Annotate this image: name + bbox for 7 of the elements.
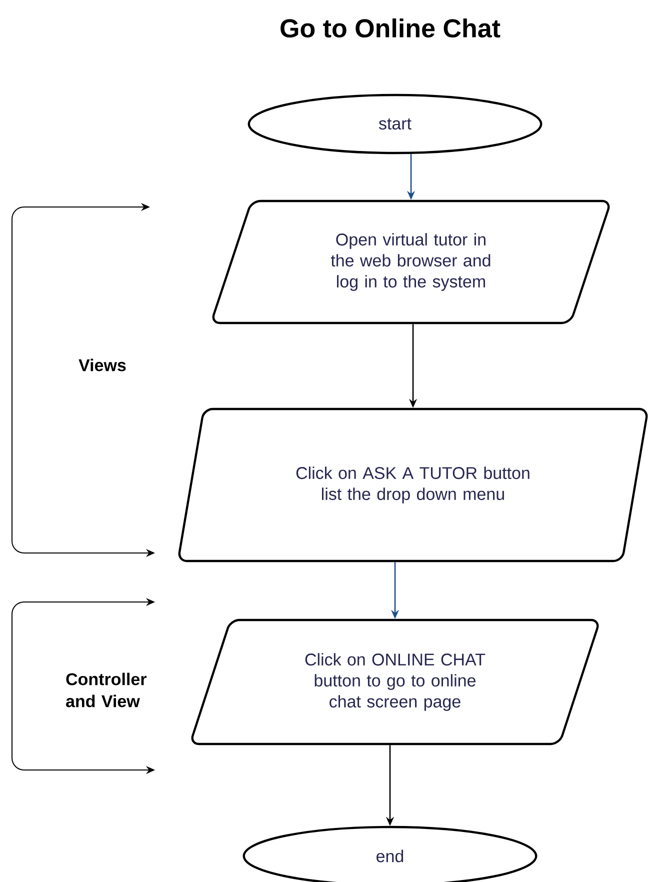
terminal-oval: start xyxy=(248,94,542,154)
title: Go to Online Chat xyxy=(280,18,500,38)
input-parallelogram: Click on ASK A TUTOR button list the drop down menu xyxy=(178,408,648,562)
input-parallelogram: Click on ONLINE CHAT button to go to online chat screen page xyxy=(191,618,599,746)
side-label: Views xyxy=(78,358,126,372)
input-parallelogram: Open virtual tutor in the web browser and log in to the system xyxy=(212,200,610,324)
side-label: Controller and View xyxy=(66,672,146,708)
